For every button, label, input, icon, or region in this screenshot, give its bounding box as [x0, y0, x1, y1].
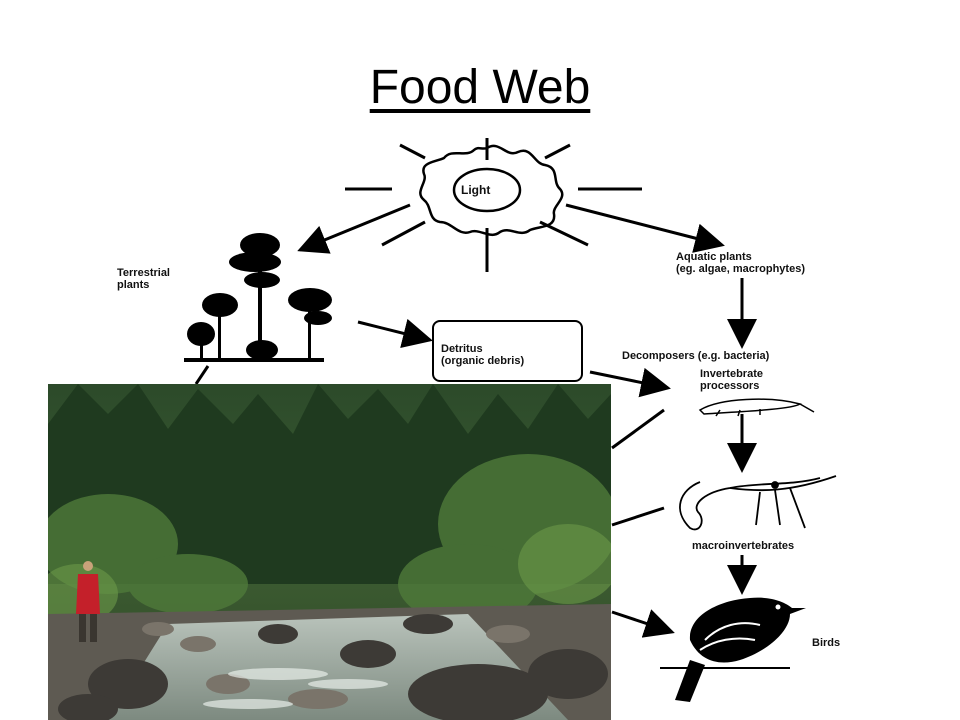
aquatic-plants-label: Aquatic plants (eg. algae, macrophytes) [676, 251, 805, 275]
invertebrate-processors-label: Invertebrate processors [700, 368, 763, 392]
detritus-label: Detritus (organic debris) [441, 343, 525, 367]
decomposers-label: Decomposers (e.g. bacteria) [622, 350, 770, 362]
person-figure [76, 561, 100, 642]
invertebrate-icon [698, 398, 815, 417]
detritus-box [432, 320, 583, 382]
bird-icon [660, 597, 806, 702]
stream-photo [48, 384, 611, 720]
flow-arrows [194, 203, 757, 638]
birds-label: Birds [812, 637, 841, 649]
sun-icon [345, 138, 642, 272]
macroinvertebrates-label: macroinvertebrates [692, 540, 795, 552]
light-label: Light [461, 183, 491, 197]
shrimp-icon [679, 475, 837, 531]
terrestrial-plants-icon [184, 233, 332, 362]
slide-title: Food Web [369, 61, 591, 114]
terrestrial-plants-label: Terrestrial plants [117, 267, 170, 291]
